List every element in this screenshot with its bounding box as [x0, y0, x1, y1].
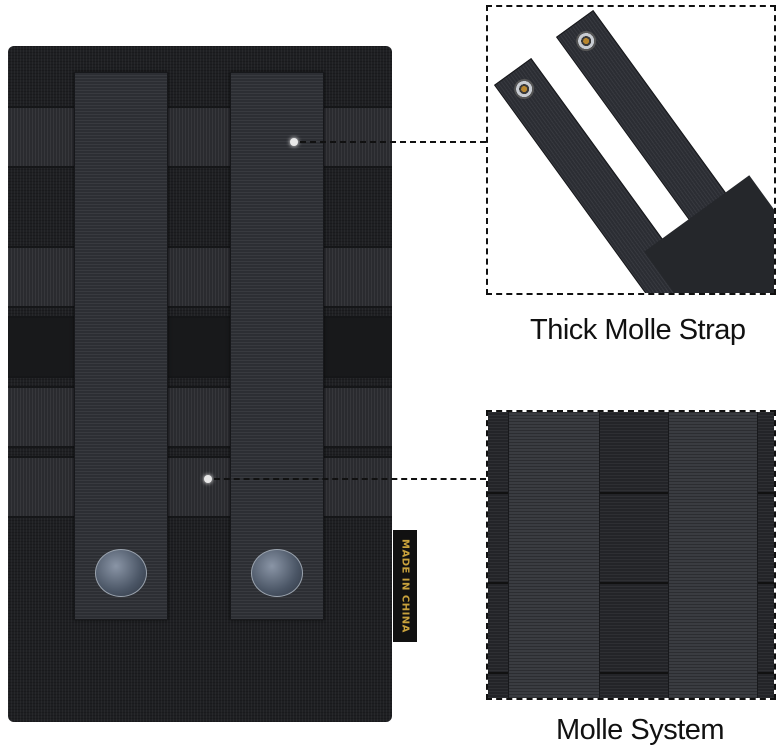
molle-seam: [488, 582, 774, 584]
grommet-icon: [510, 75, 539, 104]
molle-seam: [488, 672, 774, 674]
molle-webbing-row: [8, 316, 392, 378]
callout-dot-molle: [204, 475, 212, 483]
grommet-icon: [572, 27, 601, 56]
callout-leader-molle: [214, 478, 486, 480]
molle-strap: [668, 412, 758, 698]
snap-button-icon: [251, 549, 303, 597]
molle-webbing-row: [8, 386, 392, 448]
callout-dot-strap: [290, 138, 298, 146]
molle-webbing-row: [8, 106, 392, 168]
molle-webbing-row: [8, 456, 392, 518]
pouch-photo: [8, 46, 392, 722]
caption-molle-system: Molle System: [556, 714, 725, 746]
molle-detail-panel: [486, 410, 776, 700]
left-snap-strap: [74, 72, 168, 620]
strap-detail-panel: [486, 5, 776, 295]
molle-seam: [488, 492, 774, 494]
callout-leader-strap: [300, 141, 486, 143]
caption-thick-strap: Thick Molle Strap: [530, 314, 746, 346]
right-snap-strap: [230, 72, 324, 620]
made-in-china-tag: MADE IN CHINA: [393, 530, 417, 642]
molle-webbing-row: [8, 246, 392, 308]
snap-button-icon: [95, 549, 147, 597]
molle-strap: [508, 412, 600, 698]
